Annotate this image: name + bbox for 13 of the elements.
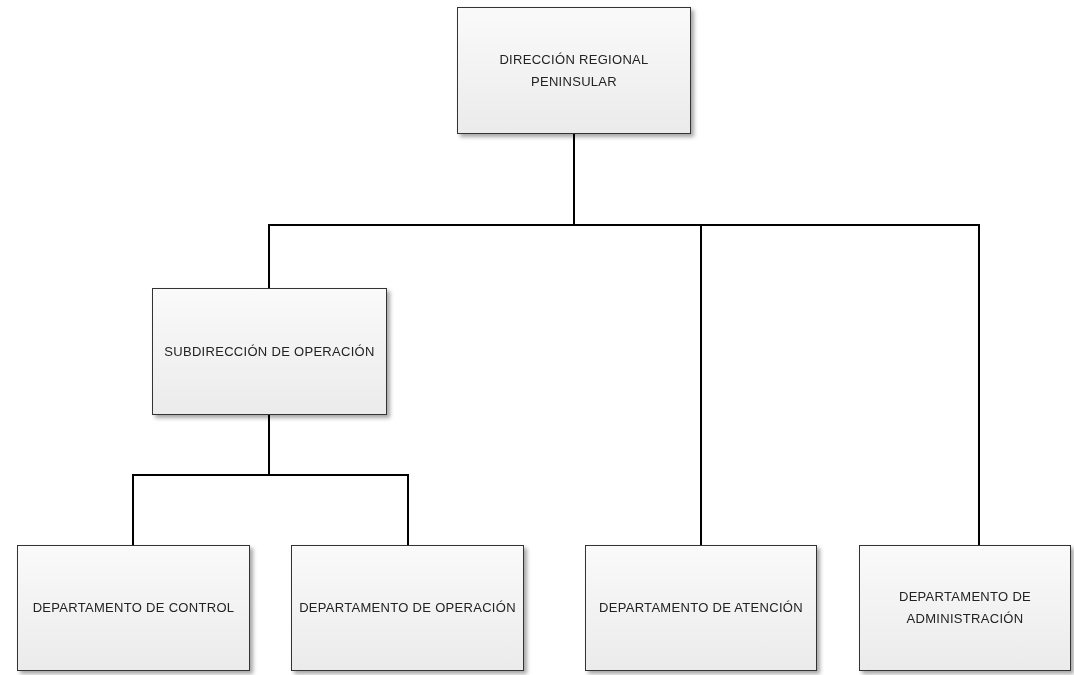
connector-line	[268, 414, 409, 546]
box-label: SUBDIRECCIÓN DE OPERACIÓN	[164, 342, 375, 361]
org-box	[291, 545, 524, 671]
org-box	[17, 545, 250, 671]
box-label: DEPARTAMENTO DE CONTROL	[32, 599, 235, 617]
box-label: DIRECCIÓN REGIONAL PENINSULAR	[498, 50, 650, 91]
org-box	[859, 545, 1071, 671]
box-label: DEPARTAMENTO DE OPERACIÓN	[299, 599, 516, 617]
box-label: DEPARTAMENTO DE ADMINISTRACIÓN	[897, 588, 1033, 628]
box-label: DEPARTAMENTO DE ATENCIÓN	[599, 599, 803, 617]
org-box	[585, 545, 817, 671]
org-box	[457, 7, 691, 134]
org-box	[152, 288, 387, 415]
